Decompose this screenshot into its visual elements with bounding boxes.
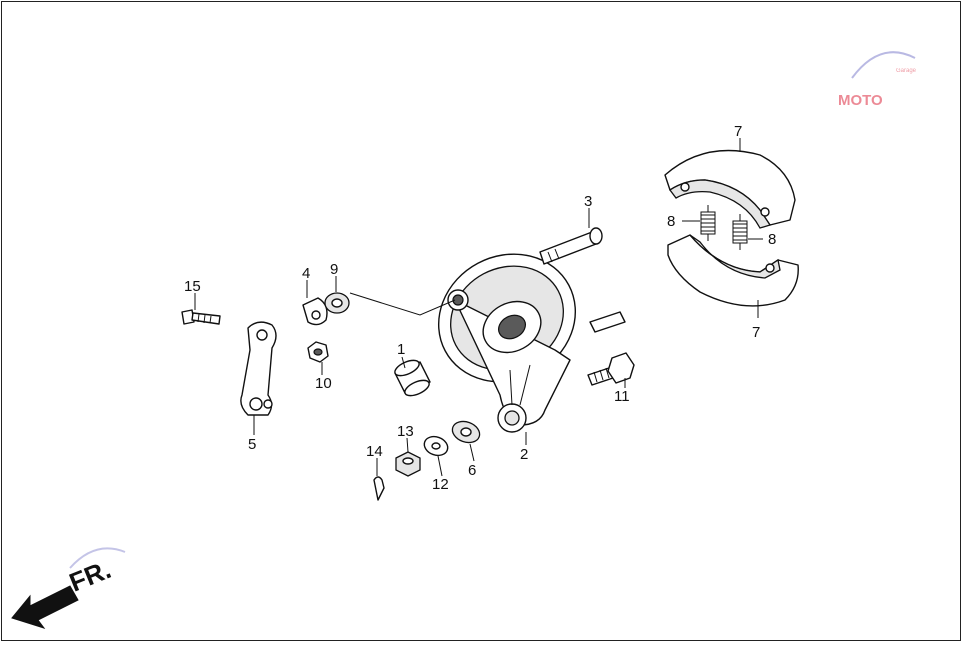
label-4: 4 bbox=[302, 265, 310, 282]
label-10: 10 bbox=[315, 375, 332, 392]
label-1: 1 bbox=[397, 341, 405, 358]
label-6: 6 bbox=[468, 462, 476, 479]
brake-panel bbox=[437, 253, 626, 433]
label-15: 15 bbox=[184, 278, 201, 295]
brake-arm-5 bbox=[240, 321, 277, 416]
spring-left bbox=[700, 205, 716, 241]
nut-10 bbox=[307, 341, 329, 363]
bolt-15 bbox=[181, 309, 221, 325]
brake-cam bbox=[539, 227, 603, 265]
seal-9 bbox=[324, 292, 350, 314]
brake-shoe-lower bbox=[667, 234, 799, 307]
wear-indicator-4 bbox=[302, 297, 328, 326]
leader-lines bbox=[194, 138, 763, 477]
front-arrow-icon bbox=[11, 585, 79, 629]
label-13: 13 bbox=[397, 423, 414, 440]
label-7-upper: 7 bbox=[734, 123, 742, 140]
label-5: 5 bbox=[248, 436, 256, 453]
cotter-pin-14 bbox=[373, 476, 385, 501]
label-14: 14 bbox=[366, 443, 383, 460]
front-direction-indicator: FR. bbox=[11, 547, 126, 629]
label-2: 2 bbox=[520, 446, 528, 463]
bolt-12 bbox=[587, 352, 635, 386]
washer-6 bbox=[451, 420, 481, 444]
brake-shoe-upper bbox=[664, 149, 796, 229]
label-8-left: 8 bbox=[667, 213, 675, 230]
label-3: 3 bbox=[584, 193, 592, 210]
label-9: 9 bbox=[330, 261, 338, 278]
label-8-right: 8 bbox=[768, 231, 776, 248]
collar-1 bbox=[394, 359, 431, 397]
leader-9-panel bbox=[349, 292, 456, 316]
washer-11 bbox=[423, 435, 449, 457]
label-11: 12 bbox=[432, 476, 449, 493]
part-labels: 7 8 8 7 3 4 9 15 10 5 1 2 11 6 12 13 14 bbox=[184, 123, 776, 493]
watermark-sub: Garage bbox=[896, 68, 917, 74]
watermark-brand: MOTO bbox=[838, 92, 883, 109]
label-7-lower: 7 bbox=[752, 324, 760, 341]
watermark-logo-top: MOTO Garage bbox=[838, 51, 917, 109]
nut-13 bbox=[395, 451, 421, 477]
label-12: 11 bbox=[614, 388, 630, 405]
spring-right bbox=[732, 214, 748, 250]
